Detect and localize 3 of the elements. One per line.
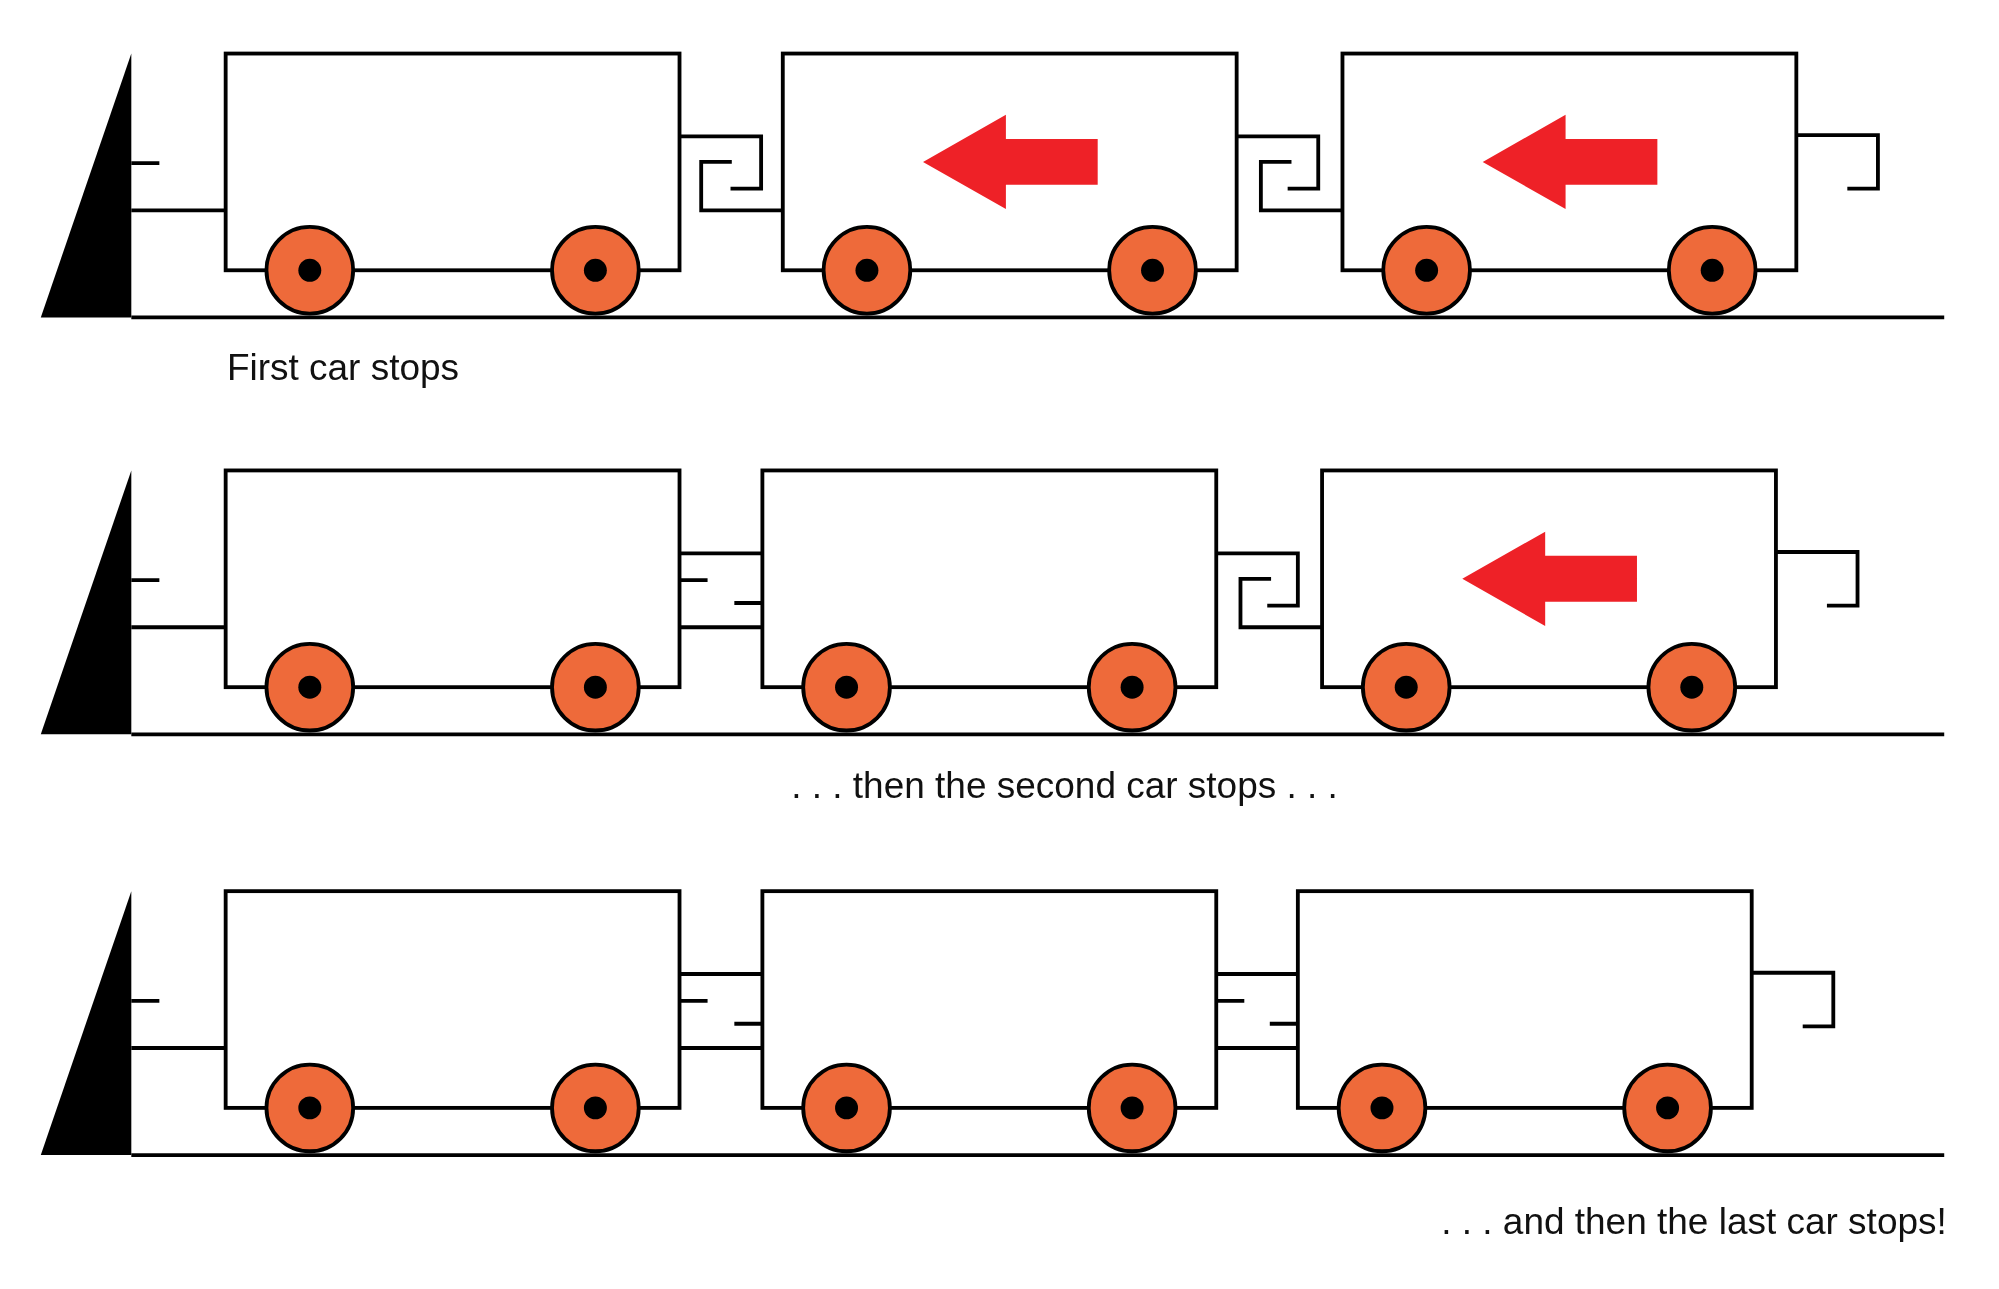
caption-text: First car stops bbox=[226, 349, 460, 387]
caption-text: . . . then the second car stops . . . bbox=[791, 767, 1338, 805]
caption-text: . . . and then the last car stops! bbox=[1441, 1203, 1947, 1241]
